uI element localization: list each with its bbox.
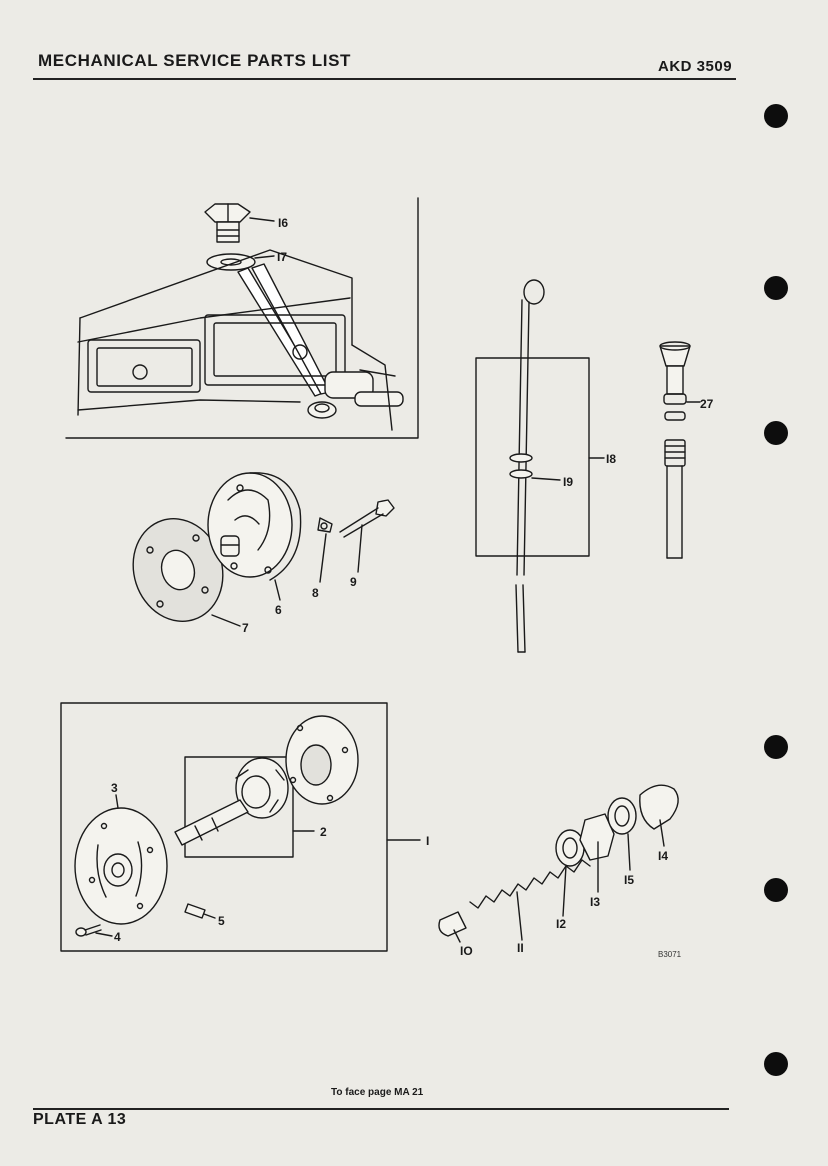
drawing-reference: B3071 — [658, 950, 682, 959]
callout-9: 9 — [350, 575, 357, 589]
binder-hole — [764, 878, 788, 902]
callout-17: I7 — [277, 250, 287, 264]
callout-18: I8 — [606, 452, 616, 466]
callout-16: I6 — [278, 216, 288, 230]
callout-7: 7 — [242, 621, 249, 635]
binder-hole — [764, 421, 788, 445]
plate-number: PLATE A 13 — [33, 1111, 127, 1128]
document-code: AKD 3509 — [658, 58, 733, 75]
page-caption: To face page MA 21 — [331, 1087, 424, 1098]
callout-3: 3 — [111, 781, 118, 795]
callout-10: IO — [460, 944, 473, 958]
header-rule — [33, 78, 736, 80]
callout-14: I4 — [658, 849, 668, 863]
sump-inset — [65, 197, 419, 439]
callout-1: I — [426, 834, 429, 848]
callout-27: 27 — [700, 397, 714, 411]
relief-valve-group — [438, 784, 679, 943]
callout-12: I2 — [556, 917, 566, 931]
pump-cover-group — [132, 472, 395, 627]
callout-5: 5 — [218, 914, 225, 928]
callout-11: II — [517, 941, 524, 955]
footer-rule — [33, 1108, 729, 1110]
binder-hole — [764, 1052, 788, 1076]
callout-6: 6 — [275, 603, 282, 617]
callout-13: I3 — [590, 895, 600, 909]
dipstick-group — [475, 279, 605, 653]
callout-19: I9 — [563, 475, 573, 489]
callout-4: 4 — [114, 930, 121, 944]
binder-hole — [764, 104, 788, 128]
callout-2: 2 — [320, 825, 327, 839]
dipstick-tube — [659, 341, 701, 559]
binder-hole — [764, 276, 788, 300]
callout-8: 8 — [312, 586, 319, 600]
callout-15: I5 — [624, 873, 634, 887]
page-title: MECHANICAL SERVICE PARTS LIST — [38, 51, 352, 70]
binder-hole — [764, 735, 788, 759]
pump-body-inset — [60, 702, 421, 952]
